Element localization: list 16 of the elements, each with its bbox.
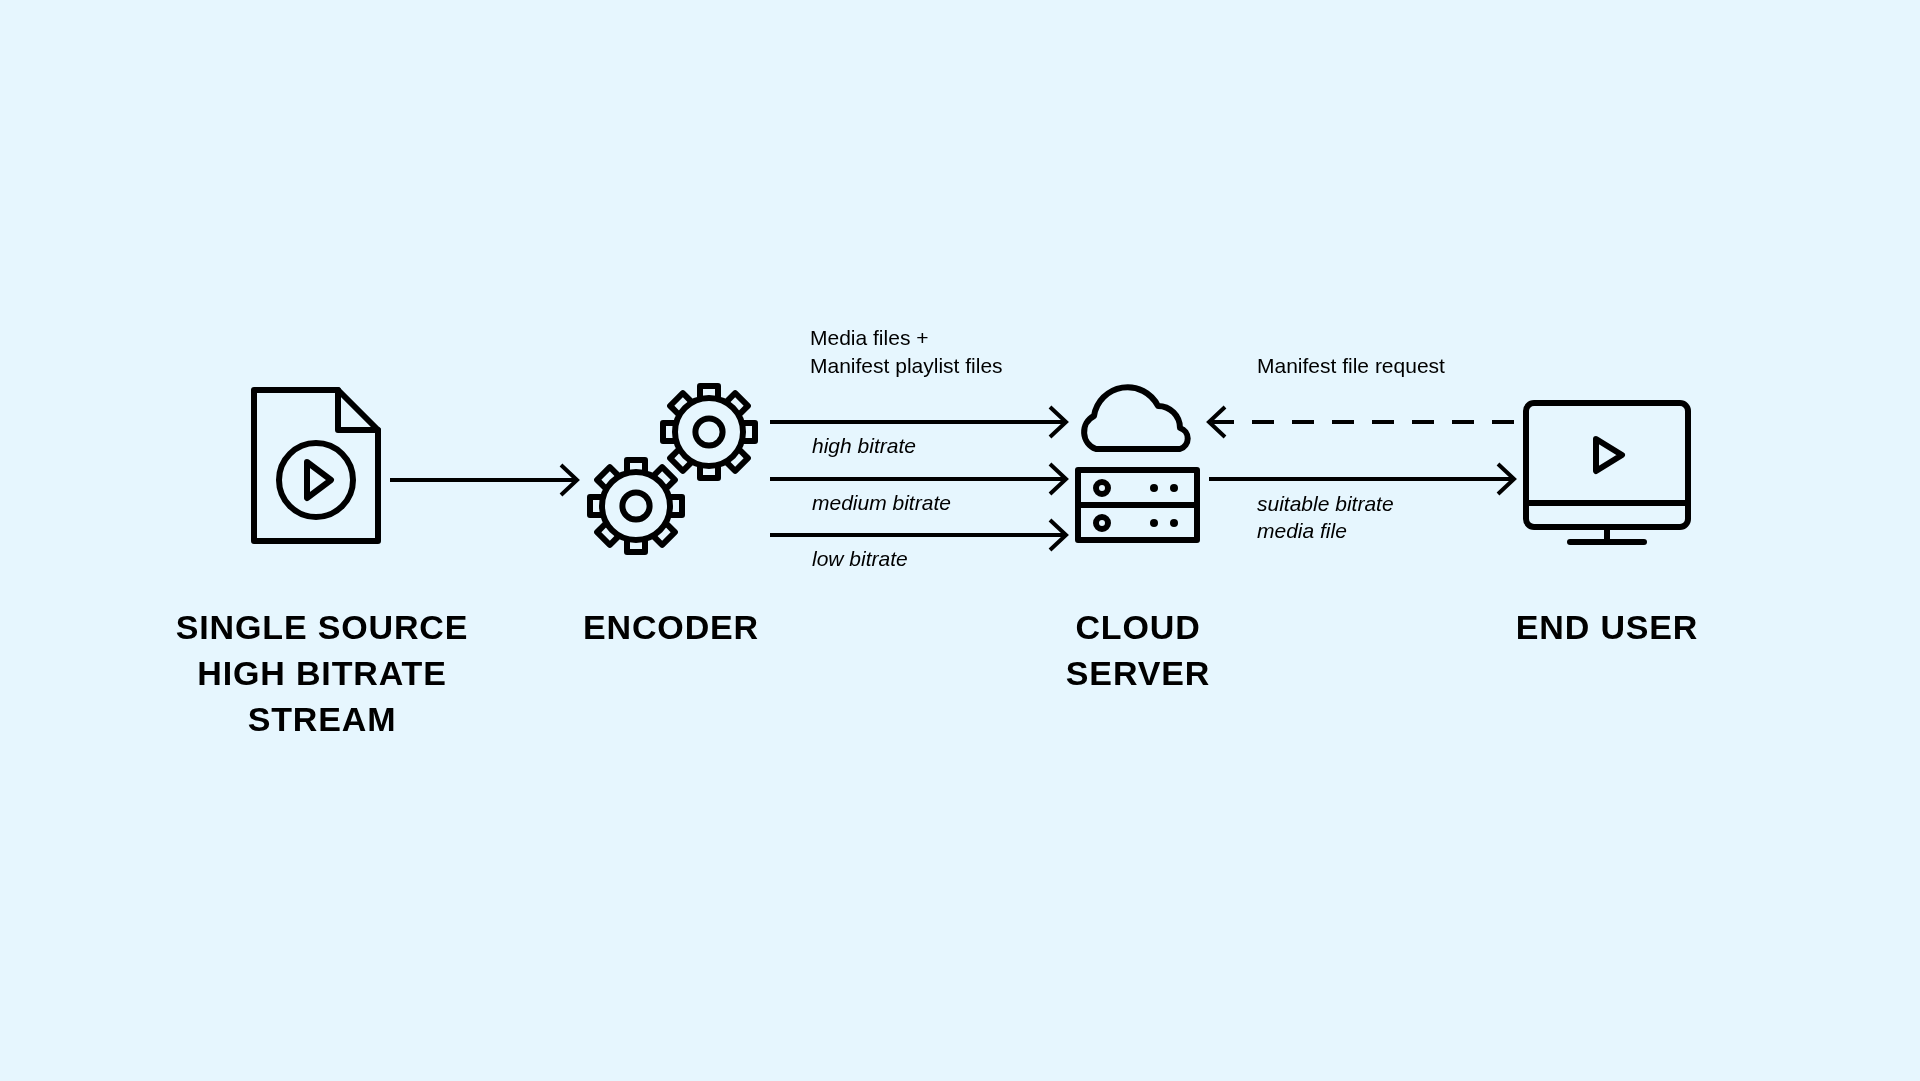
arrow (770, 518, 1068, 552)
node-caption: SINGLE SOURCE HIGH BITRATE STREAM (174, 607, 470, 740)
arrow (770, 462, 1068, 496)
edge-label: suitable bitrate media file (1257, 491, 1395, 544)
arrow (1209, 462, 1516, 496)
arrow (770, 405, 1068, 439)
arrow (1207, 405, 1514, 439)
edge-label: low bitrate (812, 546, 909, 572)
arrow (390, 463, 579, 497)
note-text: Media files + Manifest playlist files (810, 325, 1004, 379)
edge-label: high bitrate (812, 433, 917, 459)
edge-label: medium bitrate (812, 490, 952, 516)
edge-label: Manifest file request (1257, 353, 1446, 379)
node-caption: CLOUD SERVER (1064, 607, 1212, 694)
node-caption: END USER (1514, 607, 1700, 648)
node-caption: ENCODER (582, 607, 760, 648)
